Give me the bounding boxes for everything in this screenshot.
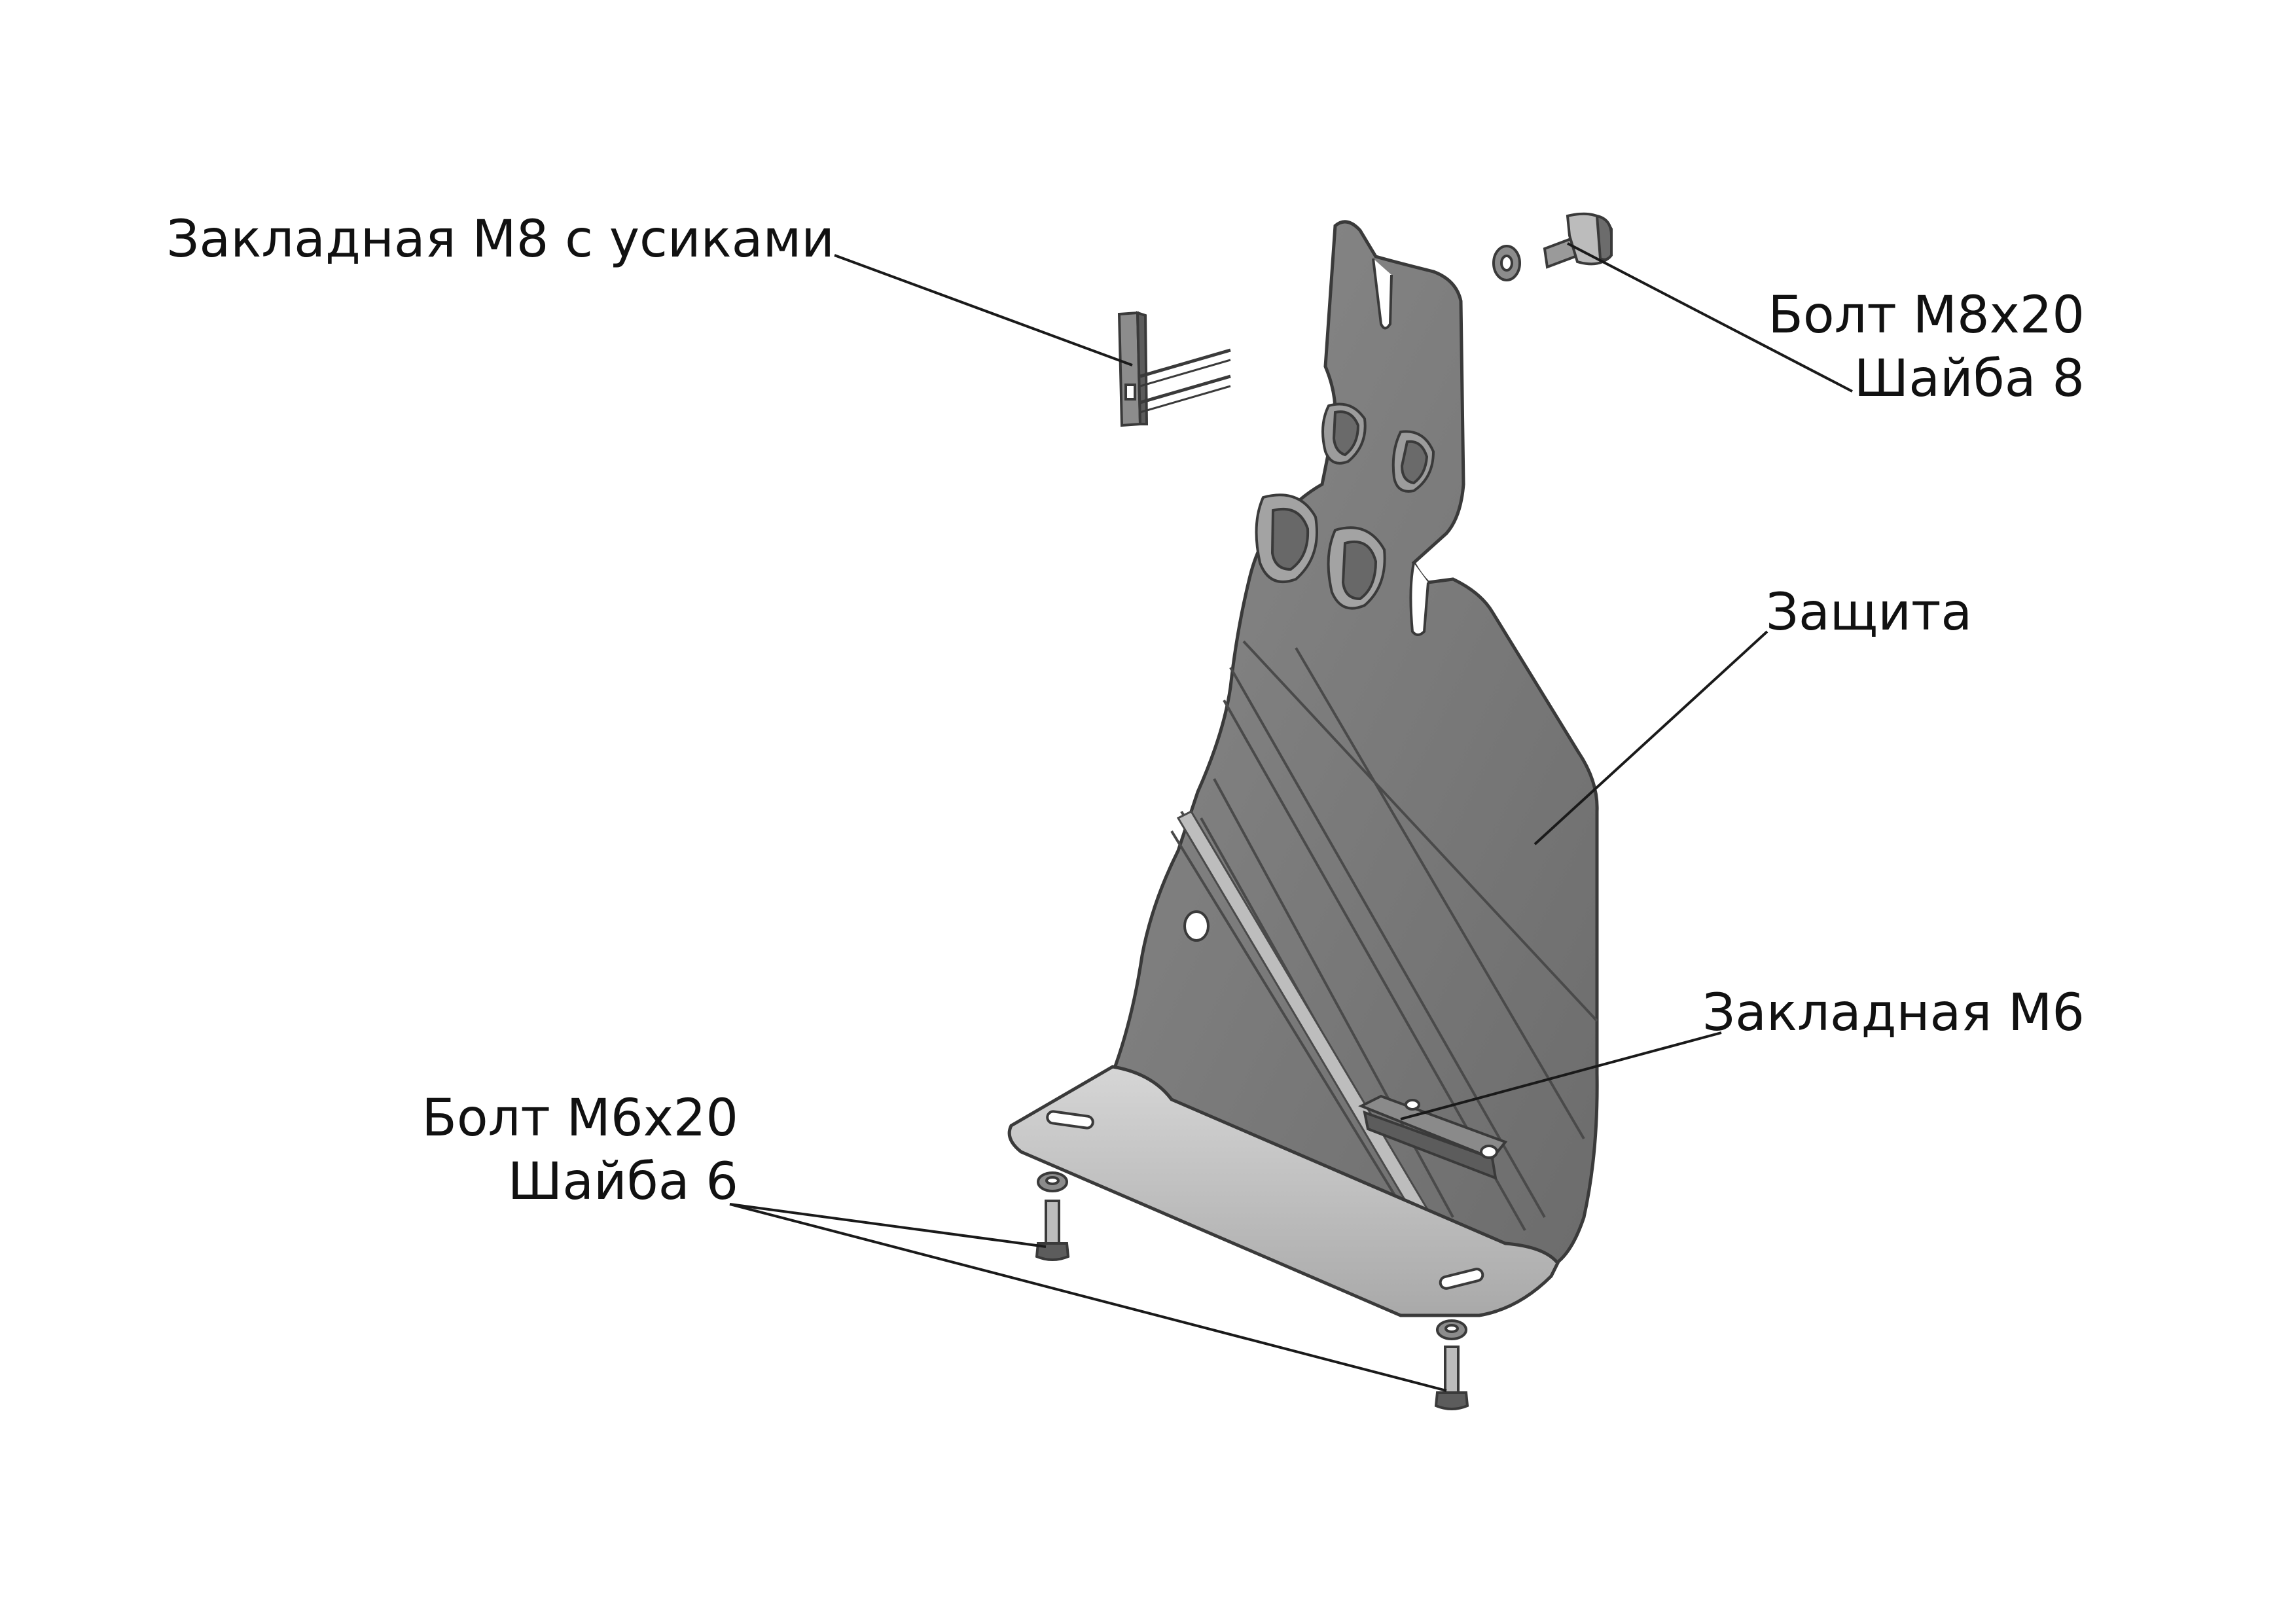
leader-bolt-m6-left (729, 1203, 1047, 1248)
clip-nut-m6-part (1358, 1094, 1508, 1181)
guard-plate (1007, 220, 1599, 1317)
bolt-m8-part (1492, 212, 1613, 281)
leader-lines (729, 242, 1853, 1392)
label-bolt-m6: Болт М6х20 (422, 1089, 738, 1148)
leader-clip-nut-m8 (834, 254, 1133, 366)
leader-guard (1534, 630, 1768, 846)
label-bolt-m8: Болт М8х20 (1768, 286, 2085, 345)
leader-clip-nut-m6 (1400, 1031, 1722, 1120)
bolt-m6-right-part (1434, 1319, 1469, 1410)
guard-bottom-flange (1007, 1065, 1560, 1317)
label-washer-8: Шайба 8 (1854, 349, 2085, 408)
bolt-m6-left-part (1035, 1171, 1070, 1261)
label-washer-6: Шайба 6 (508, 1152, 738, 1211)
callout-labels: Закладная М8 с усиками Болт М8х20 Шайба … (166, 210, 2085, 1211)
leader-bolt-m6-right (729, 1203, 1447, 1392)
clip-nut-m8-part (1117, 311, 1231, 427)
leader-bolt-m8 (1567, 242, 1853, 393)
guard-top-slot (1372, 258, 1393, 330)
guard-side-slot (1409, 562, 1429, 636)
label-clip-nut-m8: Закладная М8 с усиками (166, 210, 834, 269)
guard-hole (1183, 910, 1210, 942)
label-clip-nut-m6: Закладная М6 (1702, 984, 2085, 1043)
guard-bosses (1255, 402, 1435, 610)
label-guard: Защита (1766, 583, 1972, 642)
guard-flange-slots (1046, 1110, 1484, 1290)
